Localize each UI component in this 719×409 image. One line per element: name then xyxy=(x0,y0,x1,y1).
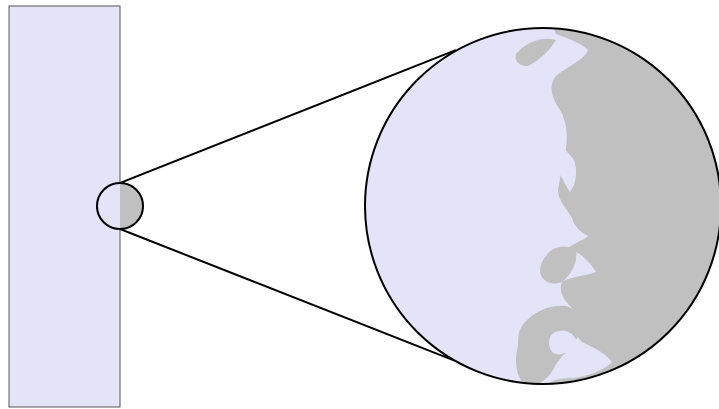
zoom-region-dark-half xyxy=(120,182,144,230)
magnified-circle xyxy=(360,24,719,394)
zoom-region-circle xyxy=(96,182,144,230)
